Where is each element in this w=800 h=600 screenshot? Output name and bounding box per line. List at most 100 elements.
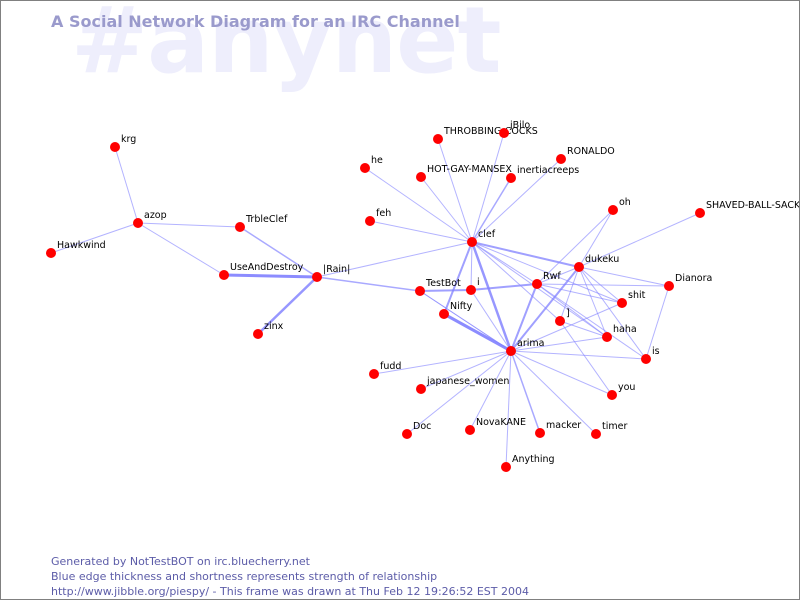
node-zinx[interactable]: zinx bbox=[253, 321, 284, 339]
node-you[interactable]: you bbox=[607, 382, 635, 400]
node-dot[interactable] bbox=[535, 428, 545, 438]
edge-TestBot-i bbox=[419, 289, 472, 292]
node-dot[interactable] bbox=[466, 285, 476, 295]
node-label: timer bbox=[602, 421, 627, 432]
node-dot[interactable] bbox=[235, 222, 245, 232]
node-is[interactable]: is bbox=[641, 346, 660, 364]
node-dot[interactable] bbox=[608, 205, 618, 215]
node-dot[interactable] bbox=[501, 462, 511, 472]
node-krg[interactable]: krg bbox=[110, 134, 136, 152]
node-dot[interactable] bbox=[365, 216, 375, 226]
node-label: Dianora bbox=[675, 273, 712, 284]
node-dot[interactable] bbox=[433, 134, 443, 144]
node-Nifty[interactable]: Nifty bbox=[439, 301, 473, 319]
edge-azop-UseAndDestroy bbox=[137, 222, 225, 276]
node-dot[interactable] bbox=[556, 154, 566, 164]
node-SHAVED-BALL-SACK[interactable]: SHAVED-BALL-SACK bbox=[695, 200, 799, 218]
node-Rain[interactable]: |Rain| bbox=[312, 264, 350, 282]
node-dot[interactable] bbox=[415, 286, 425, 296]
edge-arima-Anything bbox=[505, 350, 512, 468]
node-dot[interactable] bbox=[312, 272, 322, 282]
edge-bracket-haha bbox=[559, 320, 608, 338]
node-dot[interactable] bbox=[416, 384, 426, 394]
node-label: haha bbox=[613, 324, 637, 335]
node-Anything[interactable]: Anything bbox=[501, 454, 555, 472]
edge-Rwf-haha bbox=[536, 283, 608, 338]
node-dot[interactable] bbox=[695, 208, 705, 218]
node-RONALDO[interactable]: RONALDO bbox=[556, 146, 615, 164]
node-label: oh bbox=[619, 197, 631, 208]
node-dot[interactable] bbox=[555, 316, 565, 326]
edge-clef-feh bbox=[369, 220, 473, 243]
node-Hawkwind[interactable]: Hawkwind bbox=[46, 240, 106, 258]
node-dot[interactable] bbox=[369, 369, 379, 379]
node-label: ] bbox=[566, 308, 570, 319]
node-Doc[interactable]: Doc bbox=[402, 421, 431, 439]
node-Dianora[interactable]: Dianora bbox=[664, 273, 712, 291]
node-he[interactable]: he bbox=[360, 155, 383, 173]
edge-dukeku-is bbox=[578, 266, 647, 360]
node-dot[interactable] bbox=[664, 281, 674, 291]
node-dot[interactable] bbox=[465, 425, 475, 435]
edge-azop-TrbleClef bbox=[137, 222, 241, 228]
node-dot[interactable] bbox=[617, 298, 627, 308]
edge-arima-Doc bbox=[406, 350, 512, 435]
node-dot[interactable] bbox=[360, 163, 370, 173]
node-HOT-GAY-MANSEX[interactable]: HOT-GAY-MANSEX bbox=[416, 164, 512, 182]
node-NovaKANE[interactable]: NovaKANE bbox=[465, 417, 526, 435]
node-dot[interactable] bbox=[574, 262, 584, 272]
node-dot[interactable] bbox=[439, 309, 449, 319]
node-label: jBilo bbox=[509, 120, 530, 131]
node-azop[interactable]: azop bbox=[133, 210, 167, 228]
node-dot[interactable] bbox=[607, 390, 617, 400]
node-UseAndDestroy[interactable]: UseAndDestroy bbox=[219, 262, 304, 280]
node-dot[interactable] bbox=[253, 329, 263, 339]
node-dot[interactable] bbox=[467, 237, 477, 247]
node-TrbleClef[interactable]: TrbleClef bbox=[235, 214, 288, 232]
node-clef[interactable]: clef bbox=[467, 229, 496, 247]
node-i[interactable]: i bbox=[466, 277, 480, 295]
node-TestBot[interactable]: TestBot bbox=[415, 278, 461, 296]
node-label: Anything bbox=[512, 454, 555, 465]
node-dot[interactable] bbox=[402, 429, 412, 439]
edge-dukeku-haha bbox=[578, 266, 608, 338]
node-label: you bbox=[618, 382, 635, 393]
node-macker[interactable]: macker bbox=[535, 420, 581, 438]
node-dot[interactable] bbox=[133, 218, 143, 228]
footer-generated-by: Generated by NotTestBOT on irc.bluecherr… bbox=[51, 555, 310, 568]
node-bracket[interactable]: ] bbox=[555, 308, 570, 326]
node-label: Hawkwind bbox=[57, 240, 106, 251]
node-fudd[interactable]: fudd bbox=[369, 361, 401, 379]
node-dot[interactable] bbox=[602, 332, 612, 342]
node-inertiacreeps[interactable]: inertiacreeps bbox=[506, 165, 579, 183]
node-dot[interactable] bbox=[499, 128, 509, 138]
node-dot[interactable] bbox=[46, 248, 56, 258]
node-jBilo[interactable]: jBilo bbox=[499, 120, 530, 138]
node-label: clef bbox=[478, 229, 496, 240]
node-dot[interactable] bbox=[506, 173, 516, 183]
node-label: Rwf bbox=[543, 271, 561, 282]
node-japanese_women[interactable]: japanese_women bbox=[416, 376, 509, 394]
node-dot[interactable] bbox=[591, 429, 601, 439]
node-oh[interactable]: oh bbox=[608, 197, 631, 215]
node-arima[interactable]: arima bbox=[506, 338, 544, 356]
node-THROBBING-COCKS[interactable]: THROBBING-COCKS bbox=[433, 126, 538, 144]
node-shit[interactable]: shit bbox=[617, 290, 646, 308]
node-dot[interactable] bbox=[641, 354, 651, 364]
node-dot[interactable] bbox=[219, 270, 229, 280]
node-Rwf[interactable]: Rwf bbox=[532, 271, 561, 289]
node-dukeku[interactable]: dukeku bbox=[574, 254, 619, 272]
edge-bracket-you bbox=[559, 320, 613, 396]
node-dot[interactable] bbox=[532, 279, 542, 289]
node-dot[interactable] bbox=[506, 346, 516, 356]
node-dot[interactable] bbox=[110, 142, 120, 152]
node-label: HOT-GAY-MANSEX bbox=[427, 164, 512, 175]
node-label: azop bbox=[144, 210, 167, 221]
edge-clef-THROBBING-COCKS bbox=[437, 138, 473, 243]
node-label: NovaKANE bbox=[476, 417, 526, 428]
node-label: fudd bbox=[380, 361, 401, 372]
node-dot[interactable] bbox=[416, 172, 426, 182]
node-feh[interactable]: feh bbox=[365, 208, 391, 226]
node-haha[interactable]: haha bbox=[602, 324, 637, 342]
node-timer[interactable]: timer bbox=[591, 421, 627, 439]
